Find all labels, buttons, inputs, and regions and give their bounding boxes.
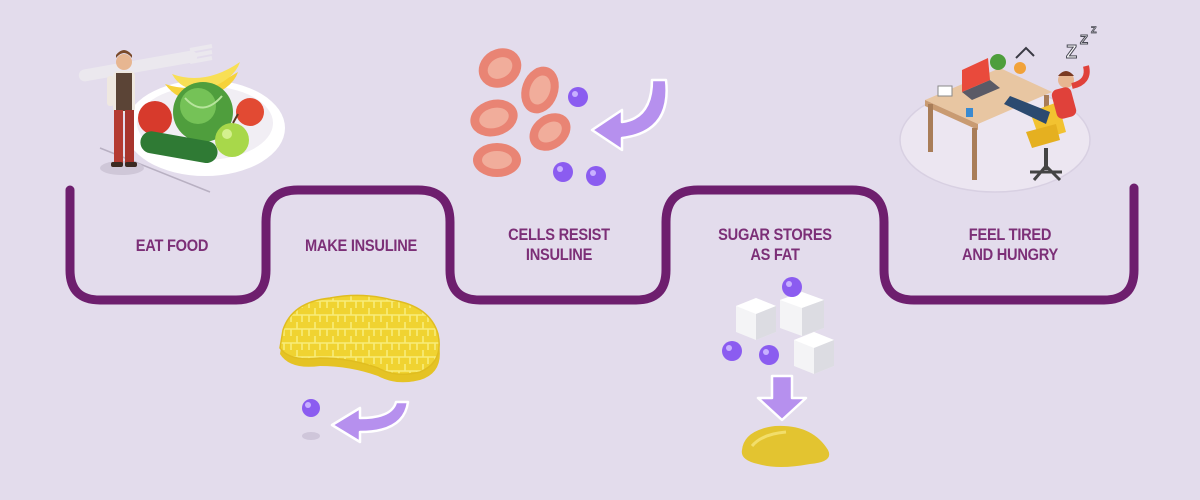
cells-illustration — [470, 48, 571, 177]
svg-text:Z: Z — [1066, 42, 1077, 62]
step-label-cells-resist-insuline: CELLS RESIST INSULINE — [508, 225, 610, 264]
curved-arrow-icon — [330, 400, 410, 444]
svg-text:Z: Z — [1080, 32, 1088, 47]
pancreas-illustration — [279, 294, 440, 383]
step-label-eat-food: EAT FOOD — [135, 236, 209, 255]
fat-blob-illustration — [741, 425, 830, 467]
down-arrow-icon — [756, 374, 808, 422]
step-label-make-insuline: MAKE INSULINE — [305, 236, 417, 255]
tired-person-illustration: Z Z Z — [899, 25, 1097, 193]
step-label-feel-tired-and-hungry: FEEL TIRED AND HUNGRY — [962, 225, 1058, 264]
insulin-molecules-group — [553, 87, 606, 186]
curved-arrow-icon-2 — [590, 78, 668, 152]
sugar-cubes-illustration — [722, 277, 834, 374]
process-path-line — [65, 183, 1139, 305]
food-plate-illustration — [78, 44, 285, 193]
step-label-sugar-stores-as-fat: SUGAR STORES AS FAT — [718, 225, 832, 264]
svg-text:Z: Z — [1091, 25, 1097, 35]
insulin-molecule — [302, 399, 320, 440]
